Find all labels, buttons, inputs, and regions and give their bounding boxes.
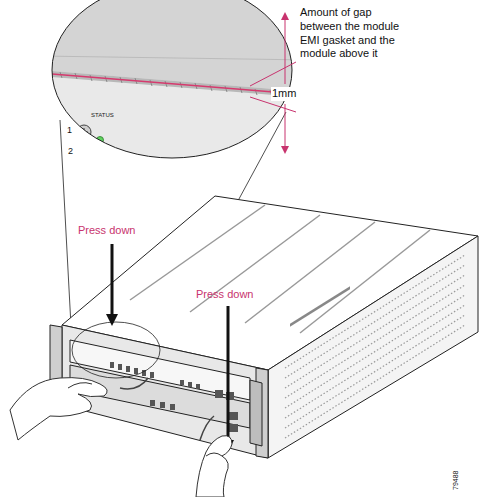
callout-number: 2 xyxy=(68,146,73,157)
press-arrow xyxy=(112,244,228,446)
motion-arrow xyxy=(120,378,214,440)
press-label: Press down xyxy=(78,224,135,238)
port-details xyxy=(110,362,238,432)
gap-note: Amount of gap between the module EMI gas… xyxy=(300,6,400,61)
inset-detail xyxy=(40,0,310,170)
callout-number: 1 xyxy=(67,125,72,136)
hand xyxy=(10,378,232,497)
dimension-value: 1mm xyxy=(271,87,297,101)
figure-number: 79488 xyxy=(452,471,461,490)
zoom-circle xyxy=(72,322,160,378)
side-vents xyxy=(290,286,350,326)
press-label: Press down xyxy=(196,288,253,302)
gap-dimension xyxy=(250,16,296,150)
vent-grid xyxy=(285,255,465,438)
inset-outline xyxy=(52,0,292,158)
status-label: STATUS xyxy=(91,112,114,120)
router-chassis xyxy=(50,196,478,458)
